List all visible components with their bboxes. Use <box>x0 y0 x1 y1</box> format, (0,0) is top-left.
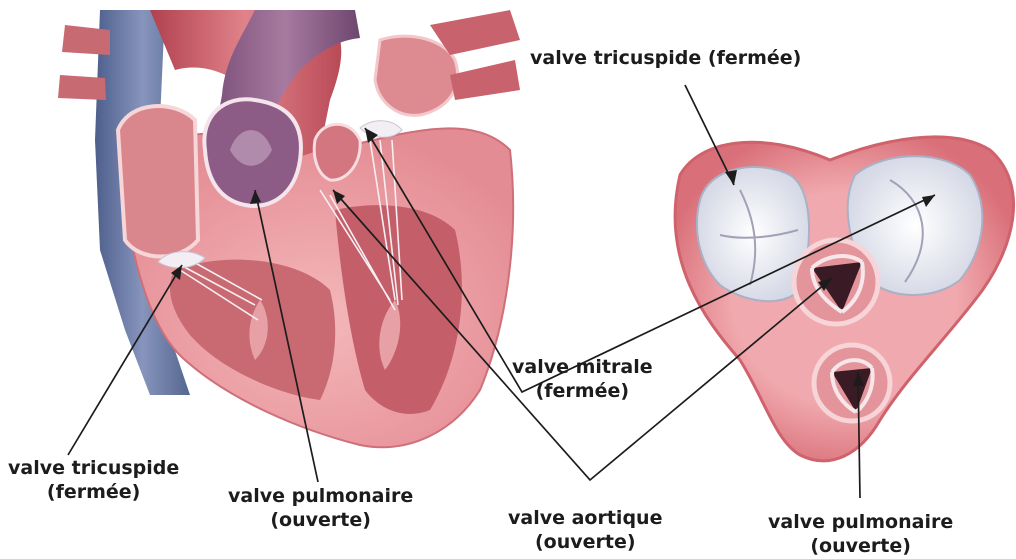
label-tricuspid-top: valve tricuspide (fermée) <box>530 46 801 70</box>
label-tricuspid-top-line1: valve tricuspide (fermée) <box>530 46 801 70</box>
label-pulmonary-left-line1: valve pulmonaire <box>228 484 413 508</box>
label-tricuspid-left-line1: valve tricuspide <box>8 456 179 480</box>
label-pulmonary-left-line2: (ouverte) <box>228 508 413 532</box>
label-mitral-line2: (fermée) <box>512 379 653 403</box>
valve-plane-view <box>675 137 1013 461</box>
left-atrium <box>375 36 458 115</box>
right-atrium <box>118 106 198 256</box>
label-aortic: valve aortique (ouverte) <box>508 506 662 554</box>
label-tricuspid-left-line2: (fermée) <box>8 480 179 504</box>
label-mitral-line1: valve mitrale <box>512 355 653 379</box>
heart-cross-section <box>58 10 520 447</box>
label-pulmonary-left: valve pulmonaire (ouverte) <box>228 484 413 532</box>
label-pulmonary-right-line1: valve pulmonaire <box>768 510 953 534</box>
label-aortic-line2: (ouverte) <box>508 530 662 554</box>
label-pulmonary-right: valve pulmonaire (ouverte) <box>768 510 953 558</box>
label-pulmonary-right-line2: (ouverte) <box>768 534 953 558</box>
label-tricuspid-left: valve tricuspide (fermée) <box>8 456 179 504</box>
label-mitral: valve mitrale (fermée) <box>512 355 653 403</box>
label-aortic-line1: valve aortique <box>508 506 662 530</box>
